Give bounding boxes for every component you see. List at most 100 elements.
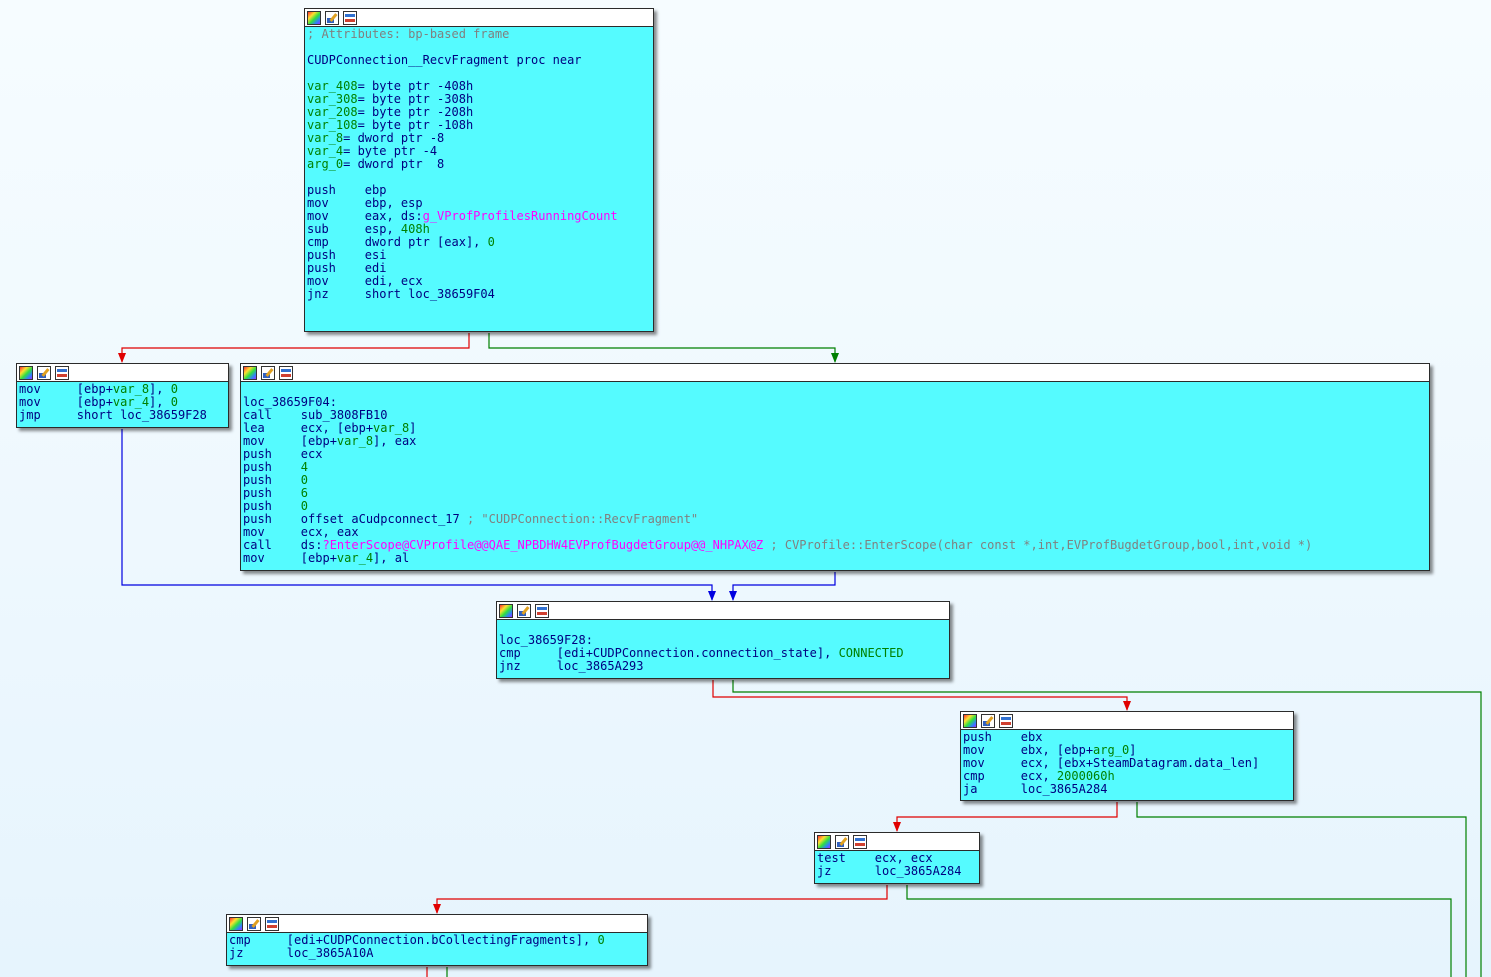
color-palette-icon[interactable] bbox=[243, 365, 257, 380]
asm-line[interactable]: cmp [edi+CUDPConnection.bCollectingFragm… bbox=[229, 934, 647, 947]
asm-line[interactable]: lea ecx, [ebp+var_8] bbox=[243, 422, 1429, 435]
edge-true-n4-offscreen[interactable] bbox=[732, 680, 1482, 977]
node-code: cmp [edi+CUDPConnection.bCollectingFragm… bbox=[227, 933, 647, 960]
edge-flow-n3-n4[interactable] bbox=[732, 572, 836, 600]
edit-node-icon[interactable] bbox=[517, 603, 531, 618]
asm-token-op: short loc_38659F04 bbox=[364, 287, 495, 301]
asm-line[interactable]: mov eax, ds:g_VProfProfilesRunningCount bbox=[307, 210, 653, 223]
edge-true-n1-n3[interactable] bbox=[488, 333, 836, 362]
asm-line[interactable]: ; Attributes: bp-based frame bbox=[307, 28, 653, 41]
edge-true-n6-offscreen[interactable] bbox=[906, 885, 1452, 977]
asm-line[interactable]: mov edi, ecx bbox=[307, 275, 653, 288]
asm-token-op: loc_3865A284 bbox=[874, 864, 962, 878]
edge-arrowhead bbox=[893, 822, 901, 832]
code-block-check-connection-state[interactable]: loc_38659F28:cmp [edi+CUDPConnection.con… bbox=[496, 601, 950, 679]
asm-line[interactable]: push ecx bbox=[243, 448, 1429, 461]
graph-overview-icon[interactable] bbox=[279, 365, 293, 380]
graph-overview-icon[interactable] bbox=[999, 713, 1013, 728]
edit-node-icon[interactable] bbox=[37, 365, 51, 380]
asm-line[interactable]: loc_38659F28: bbox=[499, 634, 949, 647]
asm-line[interactable]: mov [ebp+var_4], 0 bbox=[19, 396, 228, 409]
asm-line[interactable]: push esi bbox=[307, 249, 653, 262]
asm-token-op: ecx, eax bbox=[300, 525, 359, 539]
asm-token-mn: mov bbox=[307, 274, 365, 288]
color-palette-icon[interactable] bbox=[307, 10, 321, 25]
asm-line[interactable]: jnz loc_3865A293 bbox=[499, 660, 949, 673]
asm-line[interactable]: push offset aCudpconnect_17 ; "CUDPConne… bbox=[243, 513, 1429, 526]
asm-line[interactable]: mov ebx, [ebp+arg_0] bbox=[963, 744, 1293, 757]
asm-line[interactable]: push 6 bbox=[243, 487, 1429, 500]
asm-token-mn: call bbox=[243, 408, 301, 422]
asm-line[interactable]: var_408= byte ptr -408h bbox=[307, 80, 653, 93]
color-palette-icon[interactable] bbox=[817, 834, 831, 849]
asm-line[interactable]: push ebp bbox=[307, 184, 653, 197]
asm-token-imp: g_VProfProfilesRunningCount bbox=[422, 209, 618, 223]
edge-false-n5-n6[interactable] bbox=[896, 802, 1118, 831]
asm-line[interactable]: mov ecx, eax bbox=[243, 526, 1429, 539]
asm-token-def: = dword ptr 8 bbox=[343, 157, 445, 171]
graph-overview-icon[interactable] bbox=[343, 10, 357, 25]
asm-line[interactable]: arg_0= dword ptr 8 bbox=[307, 158, 653, 171]
asm-line[interactable]: var_4= byte ptr -4 bbox=[307, 145, 653, 158]
graph-overview-icon[interactable] bbox=[853, 834, 867, 849]
edit-node-icon[interactable] bbox=[247, 916, 261, 931]
asm-line[interactable]: ja loc_3865A284 bbox=[963, 783, 1293, 796]
asm-line[interactable]: mov ecx, [ebx+SteamDatagram.data_len] bbox=[963, 757, 1293, 770]
color-palette-icon[interactable] bbox=[499, 603, 513, 618]
edit-node-icon[interactable] bbox=[835, 834, 849, 849]
asm-line[interactable]: cmp dword ptr [eax], 0 bbox=[307, 236, 653, 249]
edit-node-icon[interactable] bbox=[981, 713, 995, 728]
edge-true-n5-offscreen[interactable] bbox=[1136, 802, 1467, 977]
color-palette-icon[interactable] bbox=[963, 713, 977, 728]
asm-line[interactable]: sub esp, 408h bbox=[307, 223, 653, 236]
asm-line[interactable]: push edi bbox=[307, 262, 653, 275]
color-palette-icon[interactable] bbox=[19, 365, 33, 380]
asm-line[interactable]: mov [ebp+var_4], al bbox=[243, 552, 1429, 565]
asm-line[interactable]: call ds:?EnterScope@CVProfile@@QAE_NPBDH… bbox=[243, 539, 1429, 552]
edge-false-n1-n2[interactable] bbox=[121, 333, 470, 362]
asm-line[interactable]: var_208= byte ptr -208h bbox=[307, 106, 653, 119]
asm-token-num: 2000060h bbox=[1056, 769, 1115, 783]
asm-line[interactable]: push 0 bbox=[243, 474, 1429, 487]
asm-line[interactable]: var_308= byte ptr -308h bbox=[307, 93, 653, 106]
asm-line[interactable]: var_8= dword ptr -8 bbox=[307, 132, 653, 145]
asm-line[interactable]: jz loc_3865A284 bbox=[817, 865, 979, 878]
asm-line[interactable]: push 0 bbox=[243, 500, 1429, 513]
asm-line[interactable]: CUDPConnection__RecvFragment proc near bbox=[307, 54, 653, 67]
asm-line[interactable]: call sub_3808FB10 bbox=[243, 409, 1429, 422]
asm-token-op: loc_3865A293 bbox=[556, 659, 644, 673]
node-header bbox=[227, 915, 647, 933]
edit-node-icon[interactable] bbox=[261, 365, 275, 380]
asm-line[interactable]: cmp [edi+CUDPConnection.connection_state… bbox=[499, 647, 949, 660]
asm-line[interactable]: mov ebp, esp bbox=[307, 197, 653, 210]
asm-line[interactable]: push 4 bbox=[243, 461, 1429, 474]
asm-line[interactable]: mov [ebp+var_8], eax bbox=[243, 435, 1429, 448]
asm-token-op: loc_3865A284 bbox=[1020, 782, 1108, 796]
edge-false-n6-n7[interactable] bbox=[436, 885, 888, 913]
asm-line[interactable]: jnz short loc_38659F04 bbox=[307, 288, 653, 301]
asm-token-mn: push bbox=[307, 183, 365, 197]
graph-overview-icon[interactable] bbox=[535, 603, 549, 618]
asm-line[interactable]: test ecx, ecx bbox=[817, 852, 979, 865]
asm-line[interactable]: jz loc_3865A10A bbox=[229, 947, 647, 960]
asm-line[interactable]: jmp short loc_38659F28 bbox=[19, 409, 228, 422]
asm-line[interactable]: loc_38659F04: bbox=[243, 396, 1429, 409]
graph-overview-icon[interactable] bbox=[55, 365, 69, 380]
node-header bbox=[305, 9, 653, 27]
asm-line[interactable]: mov [ebp+var_8], 0 bbox=[19, 383, 228, 396]
code-block-check-collecting-fragments[interactable]: cmp [edi+CUDPConnection.bCollectingFragm… bbox=[226, 914, 648, 966]
asm-line[interactable]: cmp ecx, 2000060h bbox=[963, 770, 1293, 783]
asm-token-op: [ebp+ bbox=[76, 382, 113, 396]
asm-line[interactable]: var_108= byte ptr -108h bbox=[307, 119, 653, 132]
edge-false-n4-n5[interactable] bbox=[712, 680, 1128, 710]
color-palette-icon[interactable] bbox=[229, 916, 243, 931]
graph-overview-icon[interactable] bbox=[265, 916, 279, 931]
asm-line[interactable]: push ebx bbox=[963, 731, 1293, 744]
edit-node-icon[interactable] bbox=[325, 10, 339, 25]
asm-token-num: 0 bbox=[597, 933, 605, 947]
